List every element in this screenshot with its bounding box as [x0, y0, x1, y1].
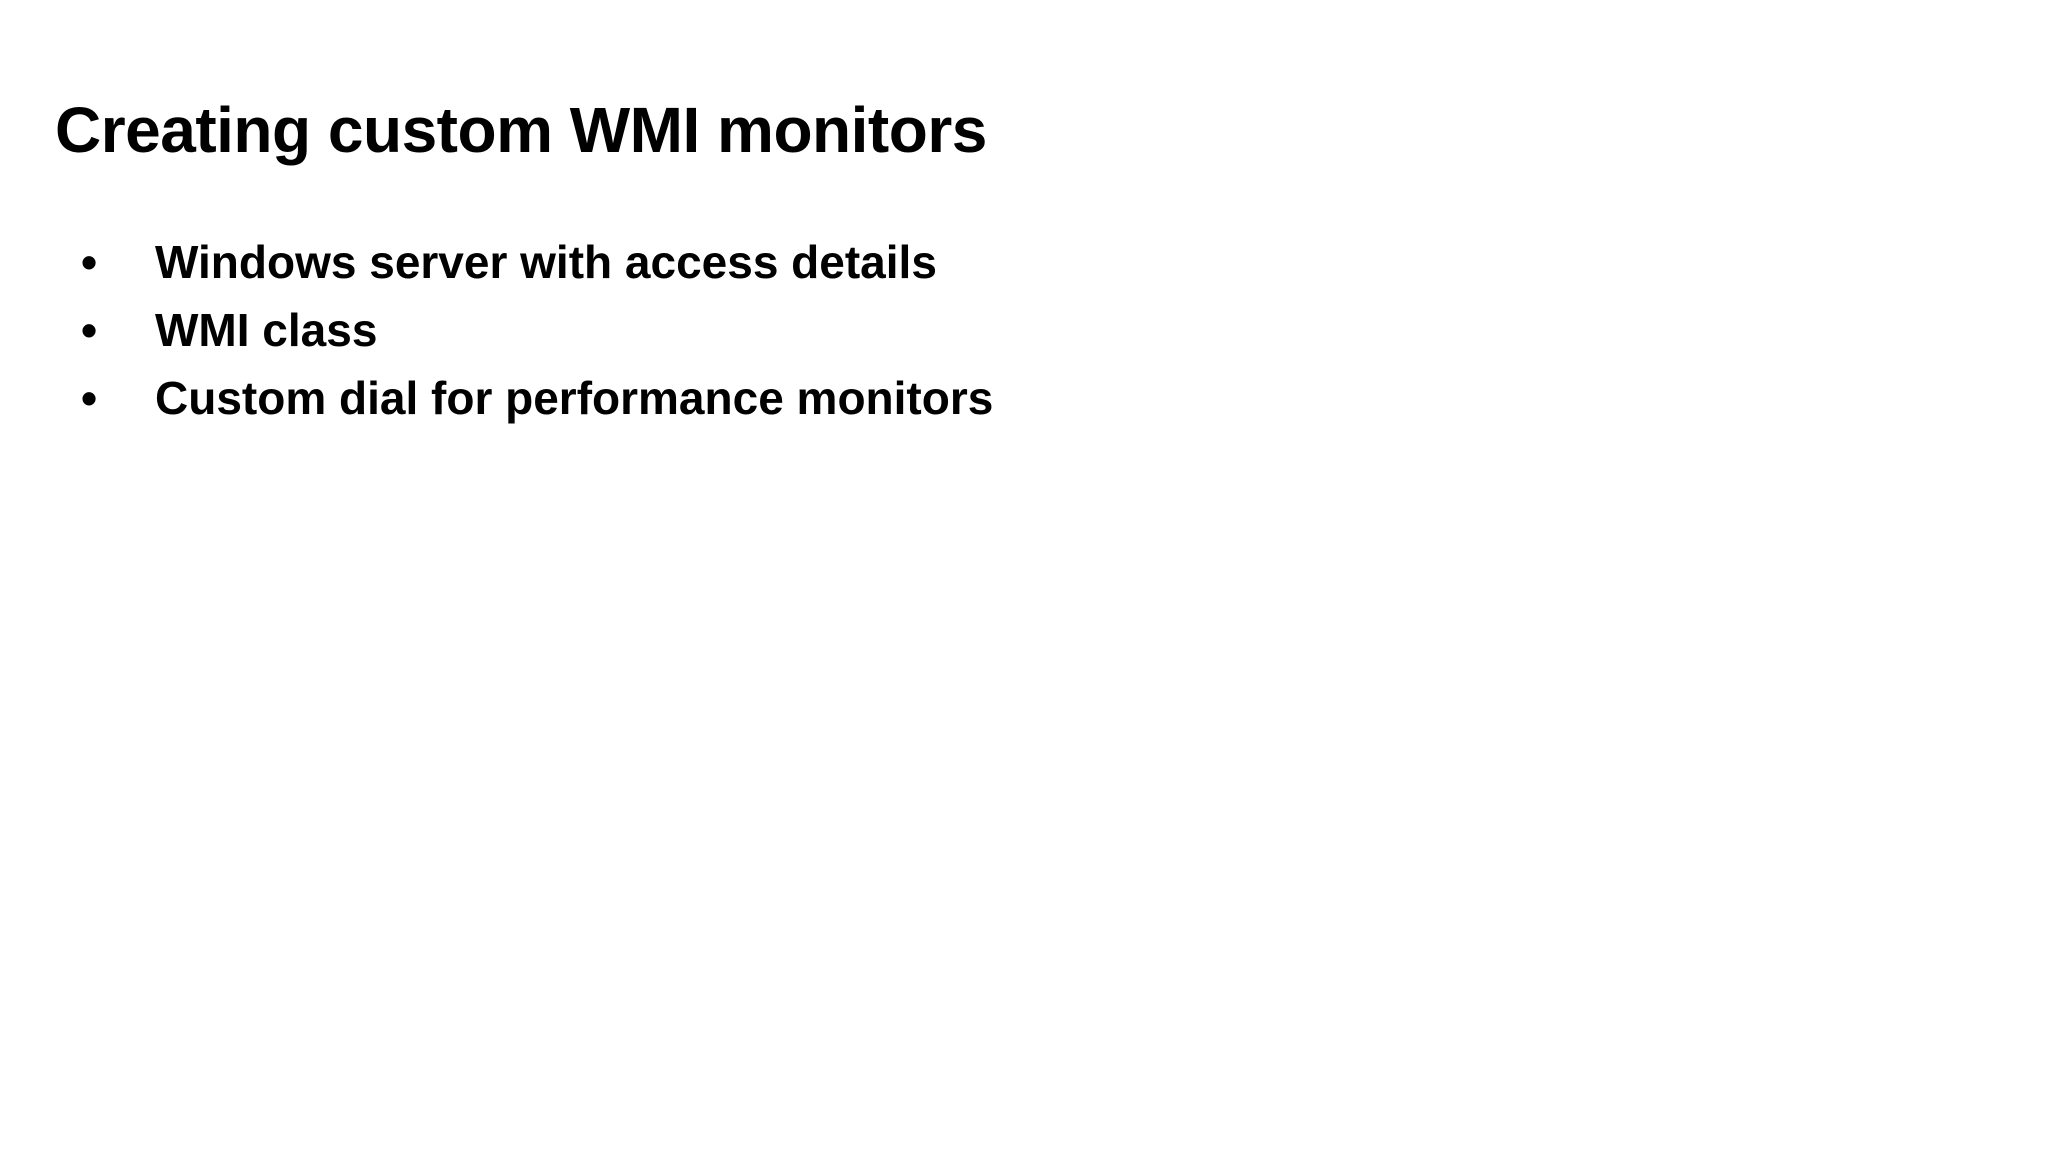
bullet-dot-icon: •: [81, 372, 98, 424]
slide-empty-content-area: [55, 440, 1993, 1130]
bullet-item-1: • Windows server with access details: [55, 228, 1955, 296]
bullet-dot-icon: •: [81, 236, 98, 288]
slide-title: Creating custom WMI monitors: [55, 93, 987, 166]
bullet-item-3: • Custom dial for performance monitors: [55, 364, 1955, 432]
bullet-dot-icon: •: [81, 304, 98, 356]
bullet-item-2: • WMI class: [55, 296, 1955, 364]
bullet-list: • Windows server with access details • W…: [55, 228, 1955, 432]
bullet-item-label: Custom dial for performance monitors: [155, 372, 994, 424]
bullet-item-label: WMI class: [155, 304, 378, 356]
bullet-item-label: Windows server with access details: [155, 236, 937, 288]
